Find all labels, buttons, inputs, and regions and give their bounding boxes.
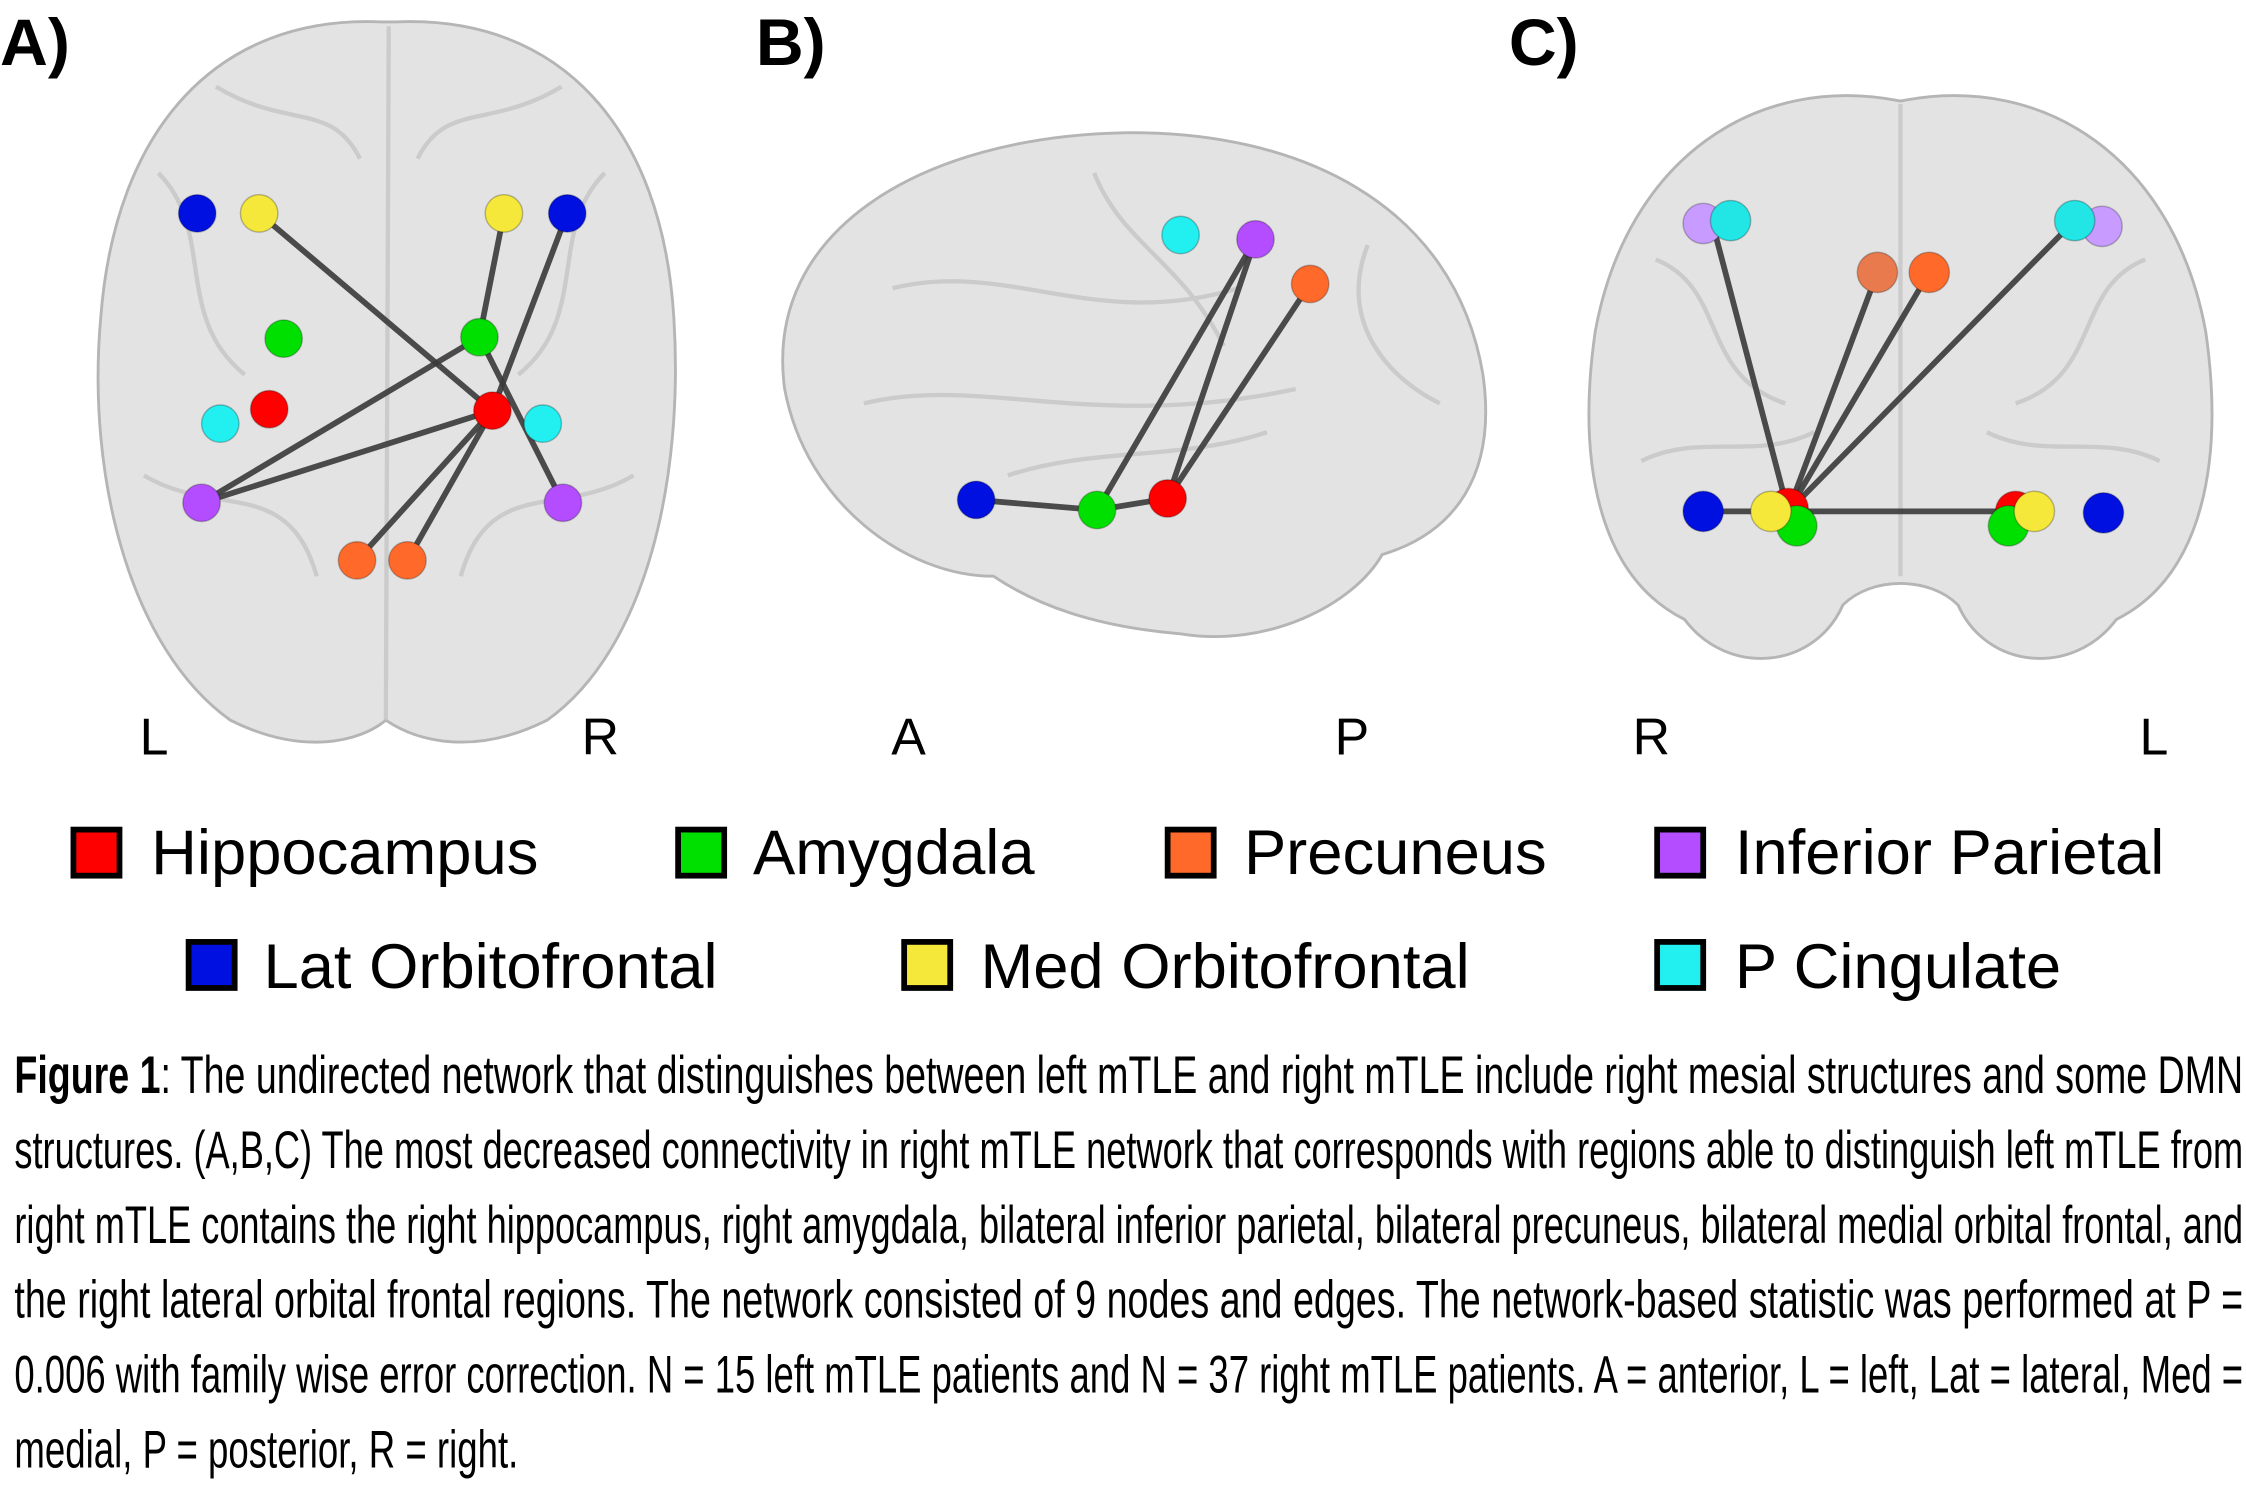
node-precuneus-left bbox=[337, 540, 377, 580]
orient-b-left: A bbox=[891, 708, 926, 766]
panel-b-label: B) bbox=[756, 6, 826, 80]
caption-line-1: Figure 1: The undirected network that di… bbox=[14, 1046, 2243, 1105]
panel-b-edges bbox=[973, 236, 1314, 513]
node-p-cingulate bbox=[1161, 215, 1201, 255]
caption-title: Figure 1 bbox=[14, 1046, 160, 1105]
legend-item-precuneus: Precuneus bbox=[1164, 818, 1547, 888]
node-lat-orbitofrontal-right-side bbox=[2082, 491, 2125, 534]
panel-a-brain bbox=[96, 20, 677, 744]
legend-label: Med Orbitofrontal bbox=[980, 932, 1469, 1002]
node-lat-orbitofrontal-right bbox=[1682, 490, 1725, 533]
node-p-cingulate-right bbox=[523, 404, 563, 444]
legend-swatch bbox=[901, 939, 954, 991]
node-inferior-parietal bbox=[1236, 219, 1275, 259]
panel-a-nodes bbox=[177, 193, 587, 580]
caption-line-6: medial, P = posterior, R = right. bbox=[14, 1420, 518, 1479]
panel-a-label: A) bbox=[0, 6, 70, 80]
node-inferior-parietal-right bbox=[543, 483, 583, 523]
legend-item-med-orbitofrontal: Med Orbitofrontal bbox=[901, 932, 1470, 1002]
legend-label: Precuneus bbox=[1244, 818, 1547, 888]
panel-b-brain bbox=[781, 131, 1488, 639]
panel-b-nodes bbox=[956, 215, 1330, 530]
node-hippocampus-left bbox=[249, 389, 289, 429]
node-p-cingulate-left bbox=[2053, 199, 2096, 242]
node-lat-orbitofrontal-right bbox=[547, 193, 587, 233]
node-precuneus-right bbox=[1856, 251, 1899, 294]
orient-b-right: P bbox=[1335, 708, 1370, 766]
node-precuneus-right bbox=[388, 540, 427, 580]
node-med-orbitofrontal-right bbox=[484, 193, 524, 233]
legend-swatch bbox=[675, 826, 728, 879]
panel-c-brain bbox=[1587, 94, 2214, 660]
legend-label: Inferior Parietal bbox=[1735, 818, 2164, 888]
legend-item-inferior-parietal: Inferior Parietal bbox=[1654, 818, 2164, 888]
node-med-orbitofrontal-right bbox=[1750, 490, 1792, 533]
node-hippocampus-right bbox=[472, 391, 512, 431]
legend-swatch bbox=[1164, 826, 1217, 879]
legend-item-hippocampus: Hippocampus bbox=[70, 818, 538, 888]
panel-c-label: C) bbox=[1509, 6, 1579, 80]
legend-item-p-cingulate: P Cingulate bbox=[1654, 932, 2061, 1002]
legend-label: P Cingulate bbox=[1735, 932, 2061, 1002]
orient-a-right: R bbox=[582, 708, 619, 766]
legend-item-lat-orbitofrontal: Lat Orbitofrontal bbox=[185, 932, 718, 1002]
caption-line-4: the right lateral orbital frontal region… bbox=[14, 1271, 2243, 1330]
node-amygdala-right bbox=[459, 317, 499, 357]
caption-line-2: structures. (A,B,C) The most decreased c… bbox=[14, 1121, 2243, 1180]
legend-label: Hippocampus bbox=[151, 818, 538, 888]
node-med-orbitofrontal-left bbox=[239, 193, 279, 233]
node-med-orbitofrontal-left bbox=[2013, 490, 2056, 533]
node-hippocampus bbox=[1148, 479, 1188, 518]
node-amygdala-left bbox=[264, 319, 304, 359]
orient-c-right: L bbox=[2139, 708, 2168, 766]
node-inferior-parietal-left bbox=[182, 483, 222, 523]
panel-a-edges bbox=[198, 210, 571, 564]
legend-swatch bbox=[185, 939, 238, 991]
node-lat-orbitofrontal bbox=[956, 480, 996, 520]
node-p-cingulate-right bbox=[1709, 199, 1752, 242]
figure-caption: Figure 1: The undirected network that di… bbox=[14, 1046, 2243, 1479]
legend-label: Amygdala bbox=[753, 818, 1035, 888]
node-precuneus-left bbox=[1908, 251, 1951, 294]
legend-swatch bbox=[1654, 939, 1707, 991]
orient-c-left: R bbox=[1633, 708, 1670, 766]
panel-c-edges bbox=[1700, 217, 2078, 515]
legend-item-amygdala: Amygdala bbox=[675, 818, 1035, 888]
node-p-cingulate-left bbox=[200, 404, 240, 444]
legend-swatch bbox=[70, 826, 123, 879]
caption-line-3: right mTLE contains the right hippocampu… bbox=[14, 1196, 2243, 1255]
orient-a-left: L bbox=[140, 708, 169, 766]
caption-line-5: 0.006 with family wise error correction.… bbox=[14, 1346, 2243, 1405]
legend-label: Lat Orbitofrontal bbox=[263, 932, 717, 1002]
caption-text: : The undirected network that distinguis… bbox=[160, 1046, 2243, 1105]
legend-swatch bbox=[1654, 826, 1707, 879]
node-lat-orbitofrontal-left bbox=[177, 193, 217, 233]
panel-c-nodes bbox=[1682, 199, 2125, 547]
legend: Hippocampus Amygdala Precuneus Inferior … bbox=[70, 818, 2164, 1002]
node-precuneus bbox=[1290, 264, 1330, 304]
node-amygdala bbox=[1077, 490, 1117, 530]
